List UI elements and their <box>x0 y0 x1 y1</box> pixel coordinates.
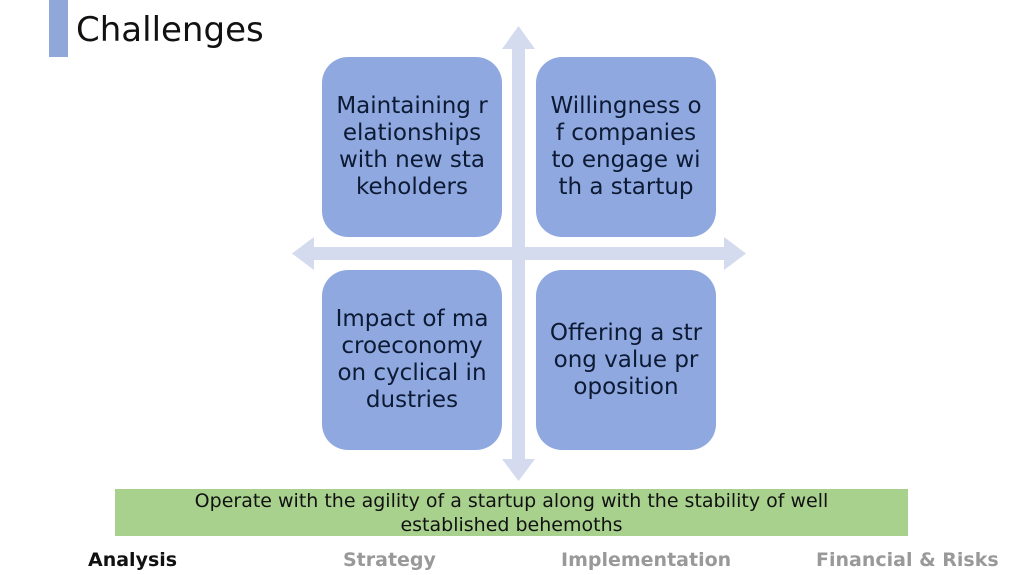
challenge-quadrant-top-left: Maintaining relationships with new stake… <box>322 57 502 237</box>
challenge-text: Maintaining relationships with new stake… <box>336 93 488 200</box>
challenge-quadrant-bottom-left: Impact of macroeconomy on cyclical indus… <box>322 270 502 450</box>
right-arrowhead-icon <box>724 237 746 270</box>
challenge-text: Willingness of companies to engage with … <box>550 93 702 200</box>
nav-item-strategy[interactable]: Strategy <box>343 549 436 571</box>
page-title: Challenges <box>76 10 264 50</box>
summary-banner: Operate with the agility of a startup al… <box>115 489 908 536</box>
up-arrowhead-icon <box>502 26 535 49</box>
nav-item-financial-risks[interactable]: Financial & Risks <box>816 549 999 571</box>
challenge-text: Impact of macroeconomy on cyclical indus… <box>335 306 489 413</box>
horizontal-axis-shaft <box>312 247 726 260</box>
challenge-text: Offering a strong value proposition <box>549 319 703 400</box>
nav-item-analysis[interactable]: Analysis <box>88 549 178 571</box>
section-navigation: Analysis Strategy Implementation Financi… <box>0 546 1024 575</box>
title-accent-bar <box>49 0 68 57</box>
challenge-quadrant-bottom-right: Offering a strong value proposition <box>536 270 716 450</box>
down-arrowhead-icon <box>502 459 535 481</box>
nav-item-implementation[interactable]: Implementation <box>561 549 732 571</box>
summary-text: Operate with the agility of a startup al… <box>194 489 829 536</box>
challenge-quadrant-top-right: Willingness of companies to engage with … <box>536 57 716 237</box>
left-arrowhead-icon <box>292 237 314 270</box>
